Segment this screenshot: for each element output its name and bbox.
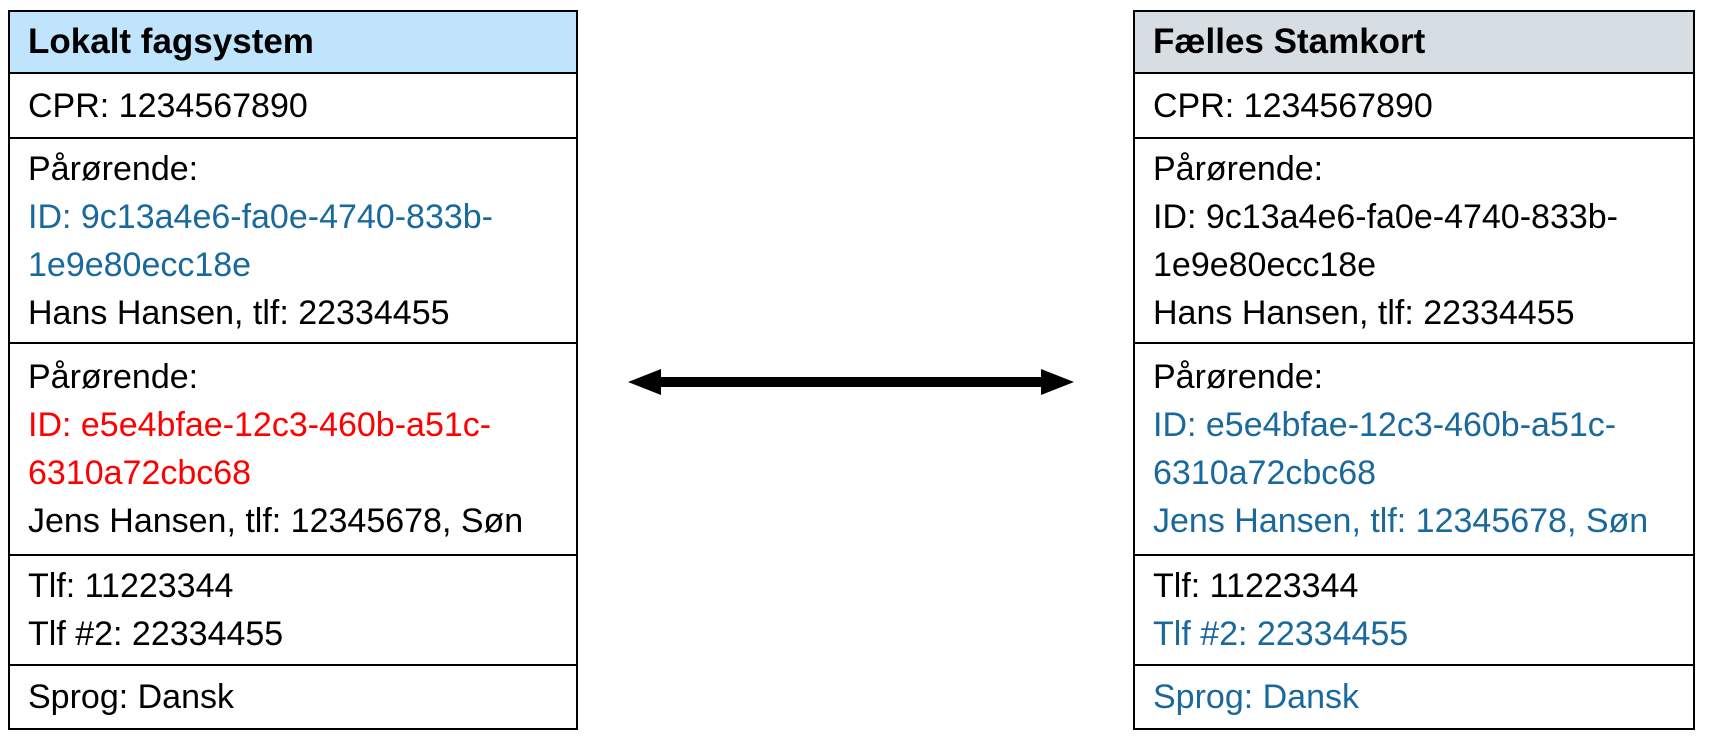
arrow-shaft xyxy=(661,377,1041,387)
local-system-header: Lokalt fagsystem xyxy=(10,12,576,74)
relative-id-line-1: ID: 9c13a4e6-fa0e-4740-833b- xyxy=(28,197,493,236)
relative-id-line-2: 6310a72cbc68 xyxy=(1153,454,1377,492)
phone-row: Tlf: 11223344 Tlf #2: 22334455 xyxy=(10,556,576,666)
relative-person: Jens Hansen, tlf: 12345678, Søn xyxy=(28,502,524,540)
phone-1: Tlf: 11223344 xyxy=(28,567,234,605)
language-row: Sprog: Dansk xyxy=(10,666,576,728)
cpr-row: CPR: 1234567890 xyxy=(1135,74,1693,139)
cpr-value: CPR: 1234567890 xyxy=(28,86,308,125)
phone-2: Tlf #2: 22334455 xyxy=(28,615,284,653)
shared-card-header: Fælles Stamkort xyxy=(1135,12,1693,74)
relative-row-1: Pårørende: ID: 9c13a4e6-fa0e-4740-833b- … xyxy=(10,139,576,344)
phone-row: Tlf: 11223344 Tlf #2: 22334455 xyxy=(1135,556,1693,666)
relative-person: Jens Hansen, tlf: 12345678, Søn xyxy=(1153,502,1649,540)
relative-label: Pårørende: xyxy=(1153,149,1324,188)
relative-id-line-2: 1e9e80ecc18e xyxy=(28,245,252,284)
relative-person: Hans Hansen, tlf: 22334455 xyxy=(28,293,450,332)
relative-id-line-1: ID: 9c13a4e6-fa0e-4740-833b- xyxy=(1153,197,1618,236)
relative-label: Pårørende: xyxy=(28,358,199,396)
local-system-table: Lokalt fagsystem CPR: 1234567890 Pårøren… xyxy=(8,10,578,730)
relative-row-1: Pårørende: ID: 9c13a4e6-fa0e-4740-833b- … xyxy=(1135,139,1693,344)
relative-person: Hans Hansen, tlf: 22334455 xyxy=(1153,293,1575,332)
relative-row-2: Pårørende: ID: e5e4bfae-12c3-460b-a51c- … xyxy=(10,344,576,556)
language-value: Sprog: Dansk xyxy=(28,678,234,716)
phone-2: Tlf #2: 22334455 xyxy=(1153,615,1409,653)
arrow-head-right-icon xyxy=(1041,369,1074,395)
language-row: Sprog: Dansk xyxy=(1135,666,1693,728)
relative-label: Pårørende: xyxy=(1153,358,1324,396)
table-title: Fælles Stamkort xyxy=(1153,22,1426,61)
relative-id-line-1: ID: e5e4bfae-12c3-460b-a51c- xyxy=(1153,406,1617,444)
language-value: Sprog: Dansk xyxy=(1153,678,1359,716)
cpr-row: CPR: 1234567890 xyxy=(10,74,576,139)
phone-1: Tlf: 11223344 xyxy=(1153,567,1359,605)
shared-card-table: Fælles Stamkort CPR: 1234567890 Pårørend… xyxy=(1133,10,1695,730)
relative-id-line-2: 6310a72cbc68 xyxy=(28,454,252,492)
relative-label: Pårørende: xyxy=(28,149,199,188)
cpr-value: CPR: 1234567890 xyxy=(1153,86,1433,125)
relative-id-line-1: ID: e5e4bfae-12c3-460b-a51c- xyxy=(28,406,492,444)
relative-id-line-2: 1e9e80ecc18e xyxy=(1153,245,1377,284)
arrow-head-left-icon xyxy=(628,369,661,395)
table-title: Lokalt fagsystem xyxy=(28,22,314,61)
sync-double-arrow-icon xyxy=(628,369,1074,395)
relative-row-2: Pårørende: ID: e5e4bfae-12c3-460b-a51c- … xyxy=(1135,344,1693,556)
